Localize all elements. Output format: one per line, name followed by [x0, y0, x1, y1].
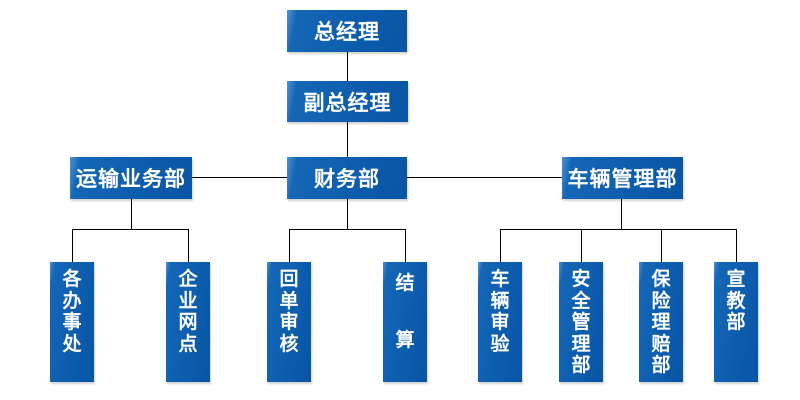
- org-node-publicity-education-dept: 宣教部: [714, 262, 758, 382]
- org-node-deputy-general-manager: 副总经理: [287, 81, 408, 122]
- org-node-label: 宣教部: [726, 268, 746, 333]
- connector-line: [192, 177, 287, 178]
- connector-line: [347, 122, 348, 157]
- org-node-transport-business-dept: 运输业务部: [70, 157, 192, 199]
- connector-line: [72, 229, 189, 230]
- connector-line: [661, 229, 662, 262]
- connector-line: [347, 52, 348, 81]
- connector-line: [289, 229, 290, 262]
- org-node-vehicle-management-dept: 车辆管理部: [562, 157, 683, 199]
- org-node-receipt-audit: 回单审核: [267, 262, 311, 382]
- org-node-label: 保险理赔部: [651, 268, 671, 376]
- connector-line: [407, 177, 562, 178]
- connector-line: [736, 229, 737, 262]
- org-node-safety-management-dept: 安全管理部: [559, 262, 603, 382]
- org-node-label: 回单审核: [279, 268, 299, 355]
- connector-line: [289, 229, 406, 230]
- org-node-label: 各办事处: [62, 268, 82, 355]
- connector-line: [621, 199, 622, 229]
- connector-line: [581, 229, 582, 262]
- org-node-vehicle-inspection: 车辆审验: [478, 262, 522, 382]
- connector-line: [131, 199, 132, 229]
- connector-line: [405, 229, 406, 262]
- org-node-label: 企业网点: [178, 268, 198, 355]
- org-node-label: 安全管理部: [571, 268, 591, 376]
- org-node-insurance-claims-dept: 保险理赔部: [639, 262, 683, 382]
- org-node-finance-dept: 财务部: [287, 157, 407, 199]
- connector-line: [500, 229, 501, 262]
- org-node-general-manager: 总经理: [287, 10, 407, 52]
- connector-line: [188, 229, 189, 262]
- connector-line: [347, 199, 348, 229]
- connector-line: [72, 229, 73, 262]
- org-node-enterprise-outlets: 企业网点: [166, 262, 210, 382]
- org-node-settlement: 结算: [383, 262, 427, 382]
- connector-line: [500, 229, 737, 230]
- org-node-label: 结算: [395, 272, 415, 351]
- org-node-label: 车辆审验: [490, 268, 510, 355]
- org-node-offices: 各办事处: [50, 262, 94, 382]
